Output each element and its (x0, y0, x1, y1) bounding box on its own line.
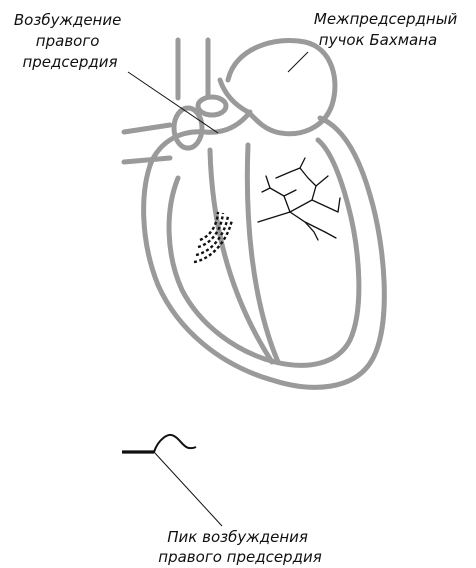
label-right-atrium-peak: Пик возбуждения правого предсердия (158, 528, 321, 566)
heart-inner-wall (169, 140, 359, 365)
coronary-sinus (198, 97, 226, 115)
leader-bachmann (288, 52, 308, 72)
interventricular-septum (210, 145, 278, 362)
label-bachmann-bundle: Межпредсердный пучок Бахмана (314, 10, 462, 49)
inferior-vena-cava (174, 108, 202, 148)
p-wave-trace (122, 435, 196, 452)
conduction-fibers (258, 158, 340, 240)
heart-outline (124, 40, 384, 387)
label-right-atrium-excitation: Возбуждение правого предсердия (14, 11, 126, 71)
leader-p-wave-peak (154, 452, 222, 526)
superior-vena-cava (178, 40, 208, 98)
